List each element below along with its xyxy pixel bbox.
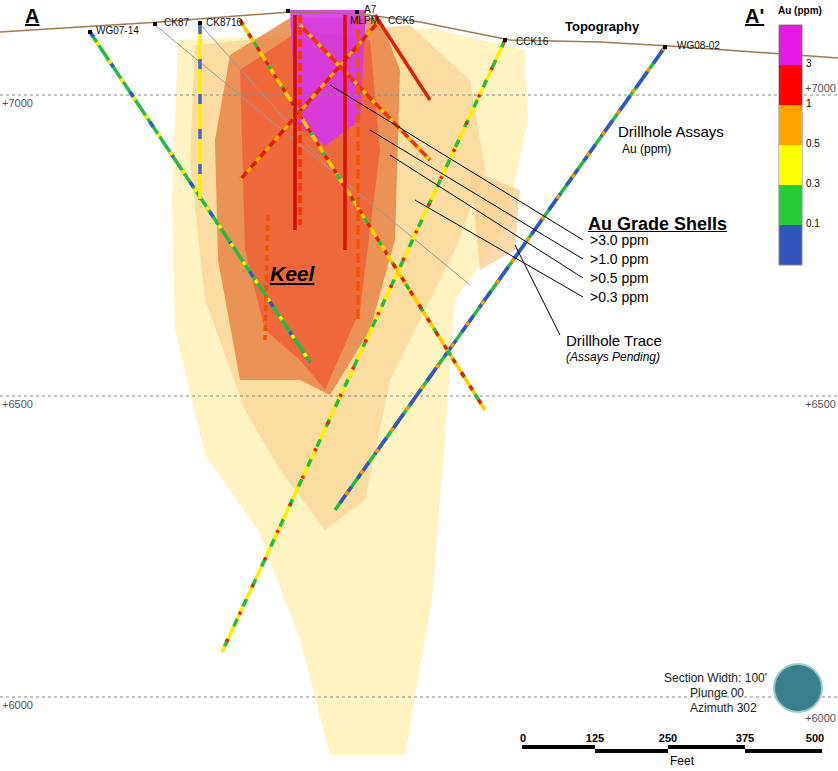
annotation: >0.3 ppm (590, 289, 649, 305)
legend-value: 0.3 (806, 178, 820, 190)
section-end: A (25, 5, 39, 28)
annotation: Plunge 00 (690, 687, 744, 701)
elevation-label: +7000 (805, 82, 836, 95)
scale-number: 375 (736, 732, 754, 745)
annotation: (Assays Pending) (566, 351, 660, 365)
scale-number: 500 (806, 732, 824, 745)
annotation: >3.0 ppm (590, 232, 649, 248)
scale-number: 125 (586, 732, 604, 745)
annotation: Au (ppm) (622, 143, 671, 157)
drillhole-name: CCK16 (516, 36, 548, 48)
drillhole-name: MLPM (350, 15, 379, 27)
legend-value: 3 (806, 58, 812, 70)
legend-swatch (779, 105, 802, 145)
annotation: Drillhole Trace (566, 332, 662, 349)
legend-value: 0.5 (806, 138, 820, 150)
elevation-label: +7000 (2, 97, 33, 110)
scale-number: 0 (520, 732, 526, 745)
drillhole-name: A7 (364, 4, 376, 16)
annotation: Drillhole Assays (618, 123, 724, 140)
annotation: Azimuth 302 (690, 702, 757, 716)
drillhole-name: CK8710 (206, 17, 242, 29)
elevation-label: +6500 (805, 398, 836, 411)
legend-swatch (779, 65, 802, 105)
annotation: >0.5 ppm (590, 270, 649, 286)
legend-value: 1 (806, 98, 812, 110)
topography-label: Topography (565, 20, 639, 35)
elevation-label: +6000 (2, 699, 33, 712)
annotation: Feet (670, 755, 694, 769)
legend-value: 0.1 (806, 218, 820, 230)
annotation: Keel (270, 262, 314, 286)
legend-swatch (779, 145, 802, 185)
shell-05b (470, 170, 520, 270)
drillhole-name: CK87 (164, 17, 189, 29)
elevation-label: +6000 (805, 712, 836, 725)
drillhole-name: WG07-14 (96, 25, 139, 37)
legend-swatch (779, 185, 802, 225)
scale-number: 250 (659, 732, 677, 745)
topography-line (0, 12, 838, 58)
drillhole-name: WG08-02 (677, 40, 720, 52)
annotation: >1.0 ppm (590, 251, 649, 267)
legend-swatch (779, 25, 802, 65)
section-end: A' (745, 5, 764, 28)
annotation: Au (ppm) (778, 5, 822, 17)
drillhole-name: CCK5 (388, 15, 415, 27)
elevation-label: +6500 (2, 398, 33, 411)
annotation: Section Width: 100' (664, 672, 767, 686)
annotation: Au Grade Shells (588, 214, 727, 235)
